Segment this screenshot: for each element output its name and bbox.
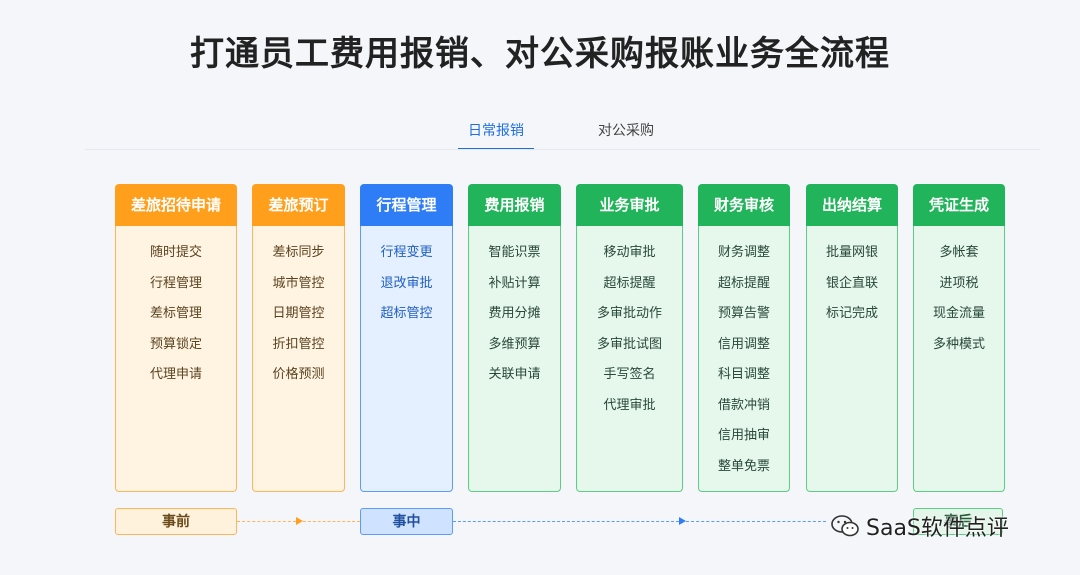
phase-line-before xyxy=(237,521,296,522)
column-body: 移动审批超标提醒多审批动作多审批试图手写签名代理审批 xyxy=(576,226,683,492)
column-body: 批量网银银企直联标记完成 xyxy=(806,226,898,492)
phase-during: 事中 xyxy=(360,508,453,535)
feature-item: 信用调整 xyxy=(717,336,770,352)
column-cashier-settlement: 出纳结算批量网银银企直联标记完成 xyxy=(806,184,898,492)
feature-item: 行程变更 xyxy=(380,245,433,260)
feature-item: 关联申请 xyxy=(488,367,541,382)
feature-item: 代理申请 xyxy=(149,367,202,382)
feature-item: 超标提醒 xyxy=(717,275,770,291)
tab-bar: 日常报销 对公采购 xyxy=(0,120,1080,150)
feature-item: 多审批试图 xyxy=(596,336,662,352)
column-itinerary-management: 行程管理行程变更退改审批超标管控 xyxy=(360,184,453,492)
phase-before: 事前 xyxy=(115,508,237,535)
column-body: 财务调整超标提醒预算告警信用调整科目调整借款冲销信用抽审整单免票 xyxy=(698,226,790,492)
feature-item: 预算告警 xyxy=(717,306,770,321)
column-body: 智能识票补贴计算费用分摊多维预算关联申请 xyxy=(468,226,561,492)
watermark: SaaS软件点评 xyxy=(830,510,1009,542)
feature-item: 随时提交 xyxy=(149,245,202,260)
feature-item: 多帐套 xyxy=(939,245,979,260)
feature-item: 费用分摊 xyxy=(488,306,541,321)
column-body: 随时提交行程管理差标管理预算锁定代理申请 xyxy=(115,226,237,492)
feature-item: 多审批动作 xyxy=(596,306,662,321)
feature-item: 借款冲销 xyxy=(717,397,770,413)
column-finance-audit: 财务审核财务调整超标提醒预算告警信用调整科目调整借款冲销信用抽审整单免票 xyxy=(698,184,790,492)
feature-item: 行程管理 xyxy=(149,275,202,291)
feature-item: 日期管控 xyxy=(272,306,325,321)
column-body: 差标同步城市管控日期管控折扣管控价格预测 xyxy=(252,226,345,492)
column-travel-booking: 差旅预订差标同步城市管控日期管控折扣管控价格预测 xyxy=(252,184,345,492)
tab-corporate-procurement[interactable]: 对公采购 xyxy=(598,123,654,139)
tab-daily-reimbursement[interactable]: 日常报销 xyxy=(458,120,534,150)
feature-item: 预算锁定 xyxy=(149,336,202,352)
feature-item: 现金流量 xyxy=(932,306,985,321)
feature-item: 超标管控 xyxy=(380,306,433,321)
feature-item: 财务调整 xyxy=(717,245,770,260)
page-title: 打通员工费用报销、对公采购报账业务全流程 xyxy=(190,34,890,74)
feature-item: 整单免票 xyxy=(717,458,770,474)
column-expense-reimbursement: 费用报销智能识票补贴计算费用分摊多维预算关联申请 xyxy=(468,184,561,492)
tab-divider xyxy=(85,149,1040,150)
feature-item: 批量网银 xyxy=(825,245,878,260)
feature-item: 差标管理 xyxy=(149,306,202,321)
arrow-right-icon xyxy=(679,517,686,525)
feature-item: 多维预算 xyxy=(488,336,541,352)
feature-item: 科目调整 xyxy=(717,367,770,382)
feature-item: 进项税 xyxy=(939,275,979,291)
column-header: 行程管理 xyxy=(360,184,453,226)
feature-item: 代理审批 xyxy=(603,397,656,413)
column-body: 行程变更退改审批超标管控 xyxy=(360,226,453,492)
phase-line-during xyxy=(453,521,679,522)
feature-item: 智能识票 xyxy=(488,245,541,260)
phase-line-during-2 xyxy=(686,521,826,522)
feature-item: 城市管控 xyxy=(272,275,325,291)
feature-item: 退改审批 xyxy=(380,275,433,291)
column-header: 凭证生成 xyxy=(913,184,1005,226)
watermark-text: SaaS软件点评 xyxy=(866,516,1009,541)
feature-item: 移动审批 xyxy=(603,245,656,260)
feature-item: 超标提醒 xyxy=(603,275,656,291)
feature-item: 差标同步 xyxy=(272,245,325,260)
wechat-icon xyxy=(831,515,859,537)
feature-item: 补贴计算 xyxy=(488,275,541,291)
column-travel-application: 差旅招待申请随时提交行程管理差标管理预算锁定代理申请 xyxy=(115,184,237,492)
feature-item: 标记完成 xyxy=(825,306,878,321)
column-header: 费用报销 xyxy=(468,184,561,226)
column-voucher-generation: 凭证生成多帐套进项税现金流量多种模式 xyxy=(913,184,1005,492)
phase-line-before-2 xyxy=(303,521,360,522)
column-header: 财务审核 xyxy=(698,184,790,226)
column-header: 出纳结算 xyxy=(806,184,898,226)
feature-item: 手写签名 xyxy=(603,367,656,382)
feature-item: 多种模式 xyxy=(932,336,985,352)
feature-item: 银企直联 xyxy=(825,275,878,291)
feature-item: 折扣管控 xyxy=(272,336,325,352)
column-header: 业务审批 xyxy=(576,184,683,226)
phase-after: 事后 xyxy=(913,508,1003,535)
column-header: 差旅招待申请 xyxy=(115,184,237,226)
column-header: 差旅预订 xyxy=(252,184,345,226)
column-body: 多帐套进项税现金流量多种模式 xyxy=(913,226,1005,492)
column-business-approval: 业务审批移动审批超标提醒多审批动作多审批试图手写签名代理审批 xyxy=(576,184,683,492)
feature-item: 价格预测 xyxy=(272,367,325,382)
arrow-right-icon xyxy=(296,517,303,525)
feature-item: 信用抽审 xyxy=(717,428,770,443)
